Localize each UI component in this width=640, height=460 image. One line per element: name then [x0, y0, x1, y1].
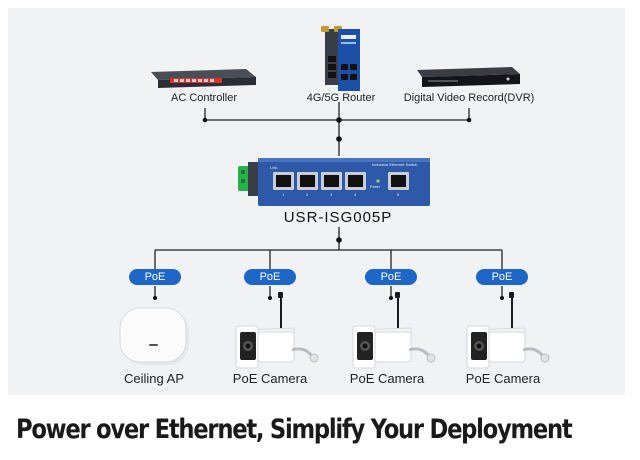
ac-controller-label: AC Controller	[170, 92, 238, 104]
port-number-2: 2	[306, 192, 309, 197]
ac-controller-device	[151, 69, 256, 88]
ceiling-ap-device	[119, 307, 189, 365]
poe-camera-device-1	[235, 292, 319, 369]
switch-ports	[273, 172, 409, 190]
switch-model-label: USR-ISG005P	[283, 209, 393, 226]
headline: Power over Ethernet, Simplify Your Deplo…	[16, 414, 573, 445]
poe-camera-device-3	[466, 292, 550, 369]
poe-camera-label-1: PoE Camera	[232, 371, 308, 386]
poe-badge-1: PoE	[129, 269, 181, 285]
switch-device: Link Industrial Ethernet Switch Power 1 …	[238, 158, 430, 206]
switch-panel-text-left: Link	[270, 165, 277, 170]
ceiling-ap-label: Ceiling AP	[124, 371, 184, 386]
poe-camera-label-3: PoE Camera	[465, 371, 541, 386]
port-number-4: 4	[354, 192, 357, 197]
poe-badge-3: PoE	[365, 269, 417, 285]
dvr-label: Digital Video Record(DVR)	[403, 92, 535, 104]
network-diagram: Link Industrial Ethernet Switch Power 1 …	[119, 26, 550, 369]
dvr-device	[417, 67, 520, 87]
poe-badge-4: PoE	[476, 269, 528, 285]
poe-camera-device-2	[352, 292, 436, 369]
connection-dots	[153, 117, 504, 300]
poe-badge-2: PoE	[244, 269, 296, 285]
port-number-1: 1	[282, 192, 285, 197]
poe-camera-label-2: PoE Camera	[349, 371, 425, 386]
switch-panel-text-right: Industrial Ethernet Switch	[372, 162, 417, 167]
port-number-3: 3	[330, 192, 333, 197]
diagram-panel: Link Industrial Ethernet Switch Power 1 …	[8, 8, 625, 395]
port-number-5: 5	[397, 192, 400, 197]
router-device	[321, 26, 360, 91]
router-label: 4G/5G Router	[306, 92, 376, 104]
switch-power-label: Power	[370, 185, 381, 189]
